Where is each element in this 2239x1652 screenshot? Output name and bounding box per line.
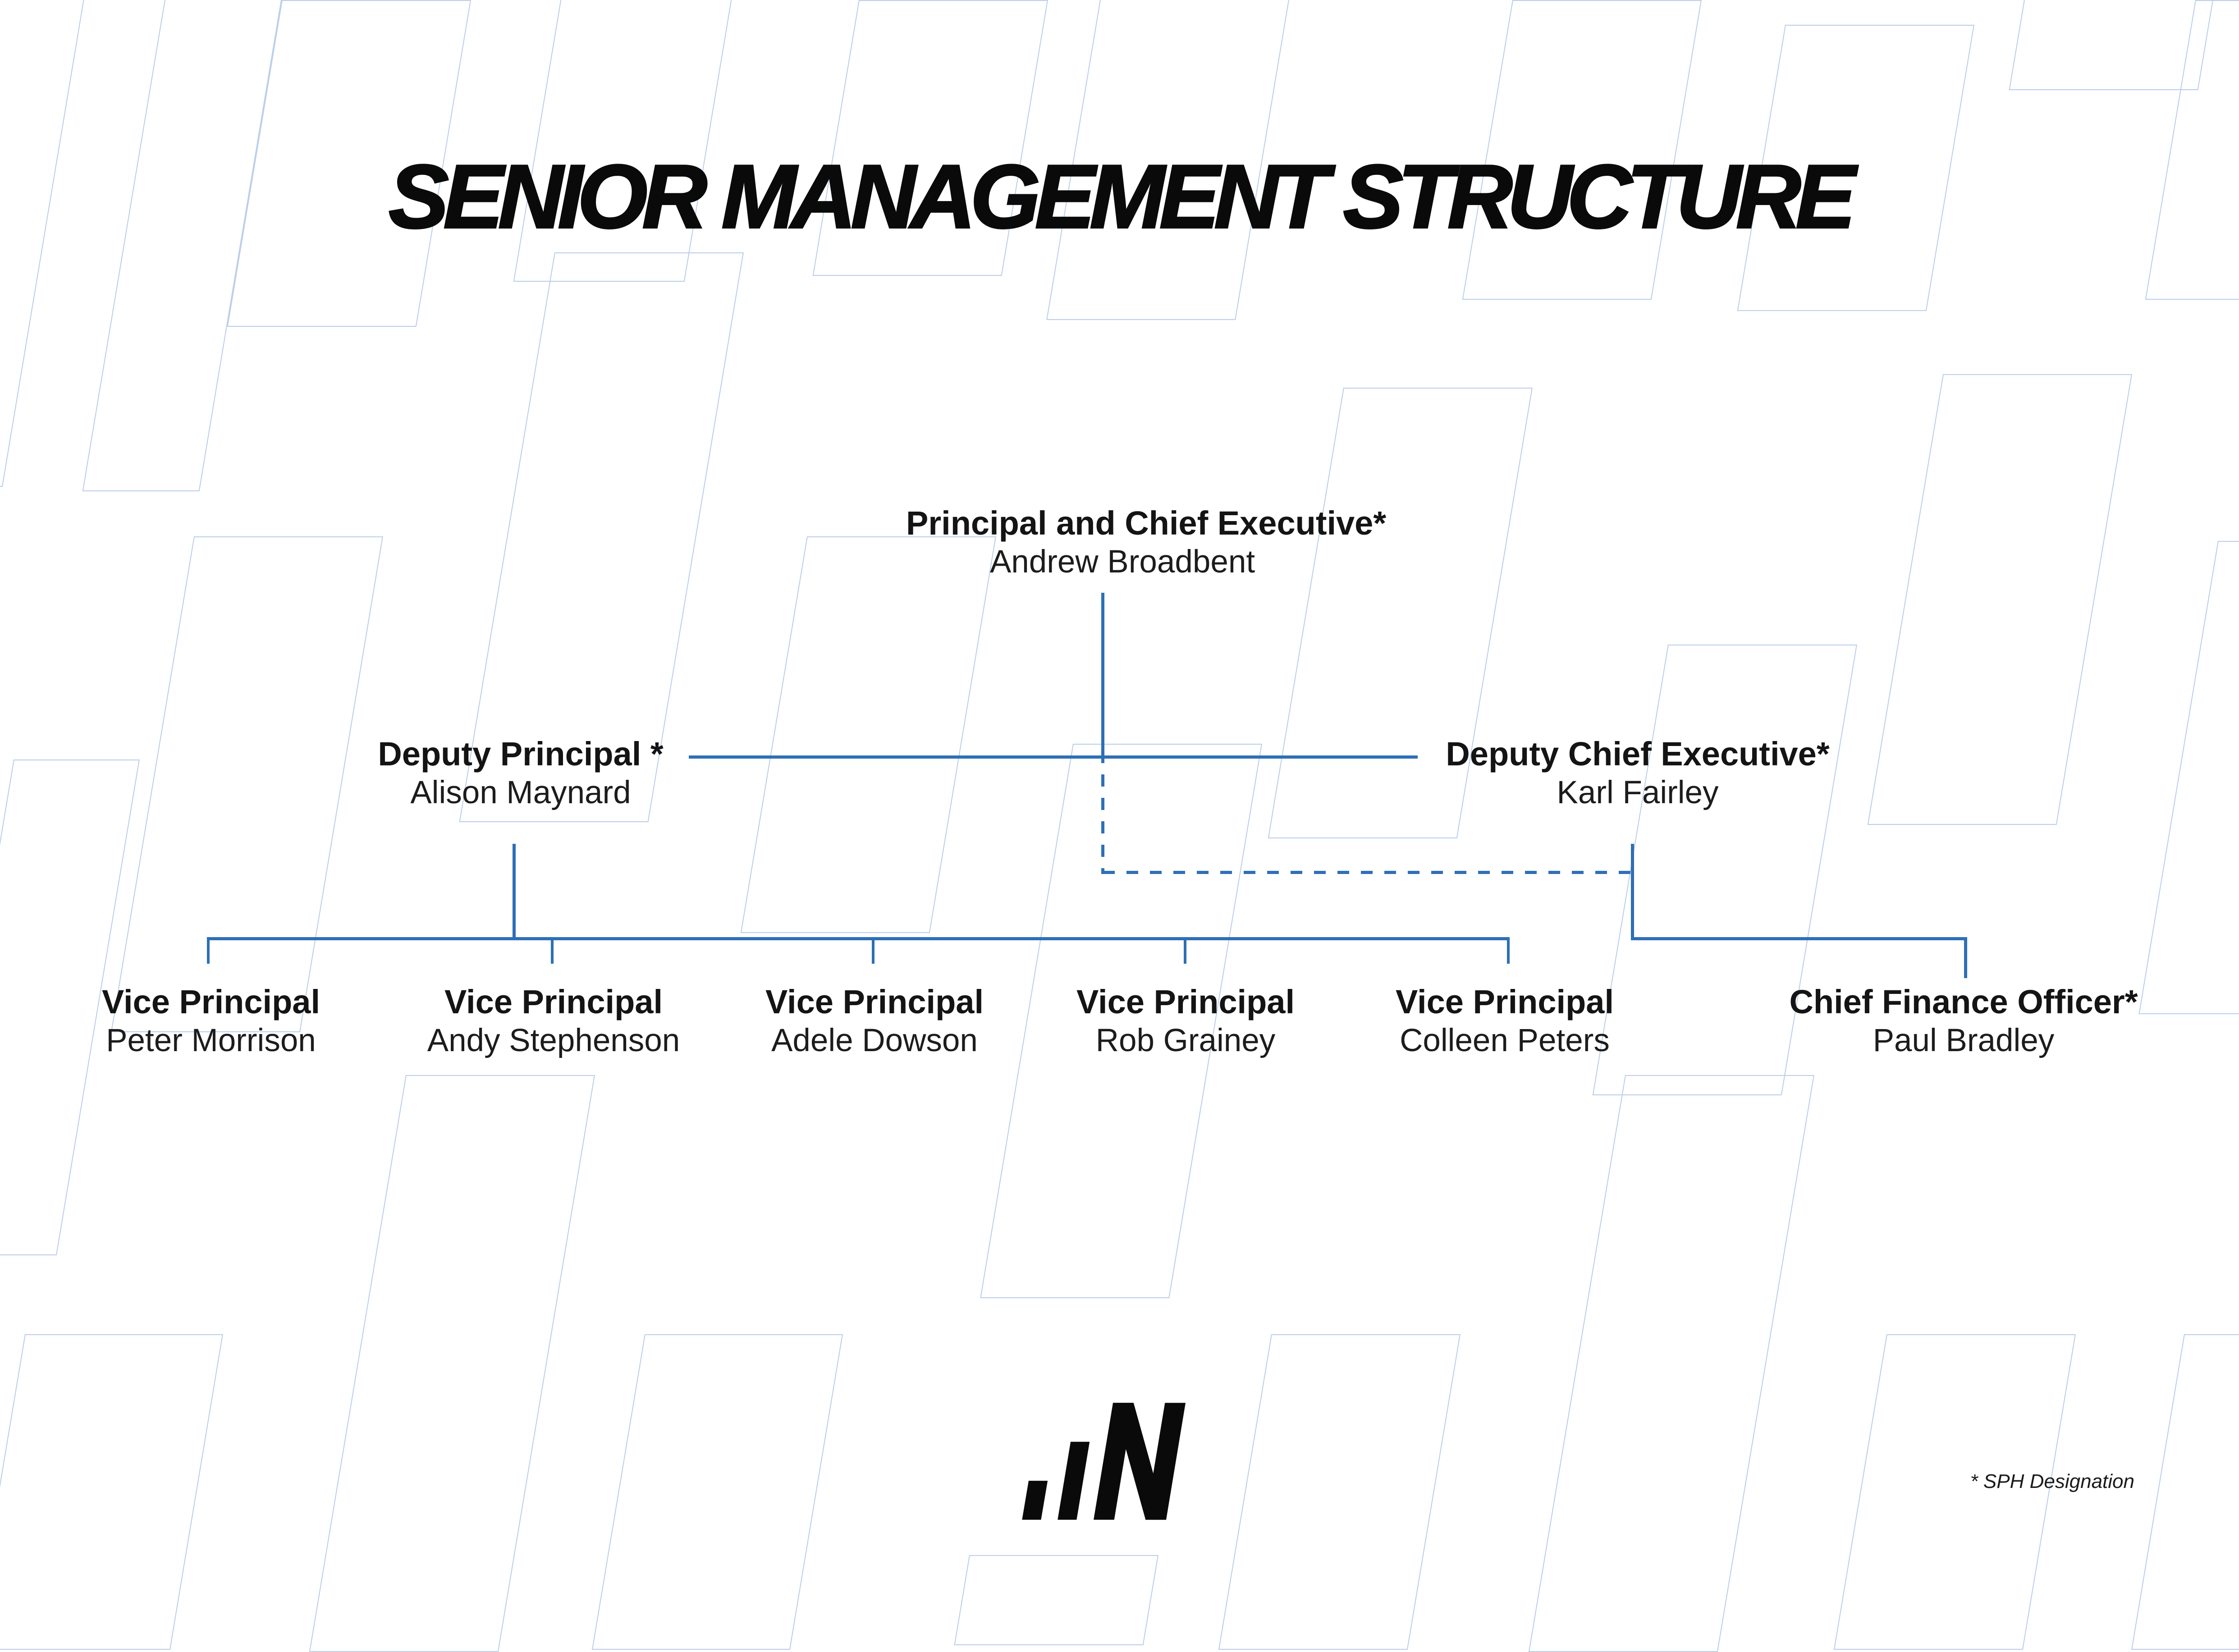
bar-chart-n-logo-icon — [1020, 1403, 1186, 1521]
org-node-deputy-principal: Deputy Principal * Alison Maynard — [304, 735, 737, 812]
org-node-vice-principal-1: Vice Principal Peter Morrison — [0, 983, 427, 1060]
role-label: Vice Principal — [102, 983, 320, 1020]
connector-deputy-left-drop — [513, 844, 516, 940]
connector-right-bar — [1631, 937, 1967, 940]
role-label: Principal and Chief Executive* — [906, 504, 1387, 542]
pattern-shape — [0, 1334, 224, 1650]
pattern-shape — [740, 536, 996, 933]
connector-tick-vp3 — [872, 940, 875, 964]
connector-root-vertical — [1101, 593, 1104, 763]
person-name: Alison Maynard — [410, 775, 631, 810]
role-label: Vice Principal — [1076, 983, 1295, 1020]
org-node-vice-principal-3: Vice Principal Adele Dowson — [658, 983, 1091, 1060]
org-node-principal: Principal and Chief Executive* Andrew Br… — [906, 504, 1387, 581]
pattern-shape — [0, 0, 90, 487]
role-label: Deputy Chief Executive* — [1446, 735, 1830, 773]
pattern-shape — [954, 1555, 1158, 1645]
person-name: Colleen Peters — [1400, 1023, 1610, 1058]
connector-tick-vp4 — [1184, 940, 1186, 964]
pattern-shape — [2131, 1334, 2239, 1650]
pattern-shape — [309, 1075, 595, 1652]
org-node-vice-principal-5: Vice Principal Colleen Peters — [1288, 983, 1721, 1060]
person-name: Rob Grainey — [1095, 1023, 1276, 1058]
pattern-shape — [1528, 1075, 1814, 1652]
footnote: * SPH Designation — [1970, 1470, 2134, 1492]
connector-left-bar — [207, 937, 1510, 940]
pattern-shape — [591, 1334, 843, 1650]
org-node-chief-finance-officer: Chief Finance Officer* Paul Bradley — [1747, 983, 2180, 1060]
connector-tick-vp2 — [551, 940, 554, 964]
connector-deputies-horizontal — [689, 755, 1418, 759]
person-name: Andrew Broadbent — [989, 544, 1255, 580]
role-label: Deputy Principal * — [378, 735, 664, 773]
person-name: Paul Bradley — [1873, 1023, 2055, 1058]
pattern-shape — [2138, 541, 2239, 1014]
org-node-vice-principal-2: Vice Principal Andy Stephenson — [337, 983, 770, 1060]
person-name: Adele Dowson — [771, 1023, 978, 1058]
role-label: Chief Finance Officer* — [1789, 983, 2138, 1020]
page-title: SENIOR MANAGEMENT STRUCTURE — [388, 146, 1857, 248]
pattern-shape — [1218, 1334, 1461, 1650]
connector-dashed-vertical — [1101, 774, 1104, 874]
person-name: Peter Morrison — [106, 1023, 316, 1058]
org-node-deputy-chief-executive: Deputy Chief Executive* Karl Fairley — [1421, 735, 1854, 812]
connector-tick-cfo — [1964, 940, 1967, 978]
person-name: Andy Stephenson — [427, 1023, 680, 1058]
person-name: Karl Fairley — [1557, 775, 1719, 810]
pattern-shape — [1867, 374, 2132, 825]
connector-tick-vp1 — [207, 940, 210, 964]
connector-tick-vp5 — [1507, 940, 1510, 964]
role-label: Vice Principal — [444, 983, 663, 1020]
connector-dashed-horizontal — [1103, 871, 1634, 874]
role-label: Vice Principal — [765, 983, 984, 1020]
connector-deputy-right-drop — [1631, 844, 1634, 940]
org-node-vice-principal-4: Vice Principal Rob Grainey — [969, 983, 1402, 1060]
role-label: Vice Principal — [1396, 983, 1614, 1020]
